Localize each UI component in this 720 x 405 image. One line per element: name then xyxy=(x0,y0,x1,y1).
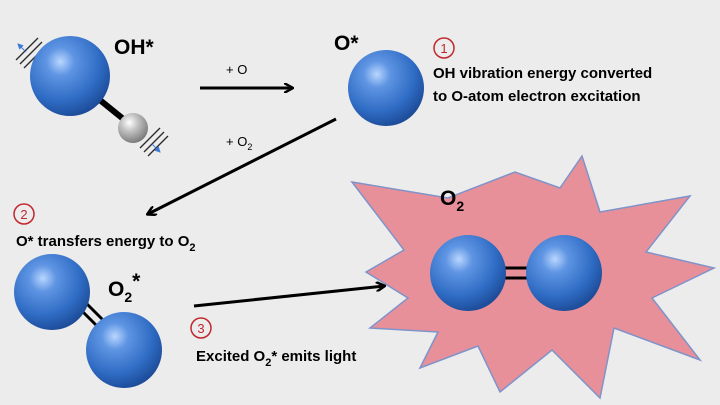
o2-excited-molecule: O2* xyxy=(14,254,162,388)
oxygen-atom-o2-excited-2 xyxy=(86,312,162,388)
step-3-text: Excited O2* emits light xyxy=(196,348,356,369)
step-1-badge xyxy=(433,37,455,59)
oh-label: OH* xyxy=(114,36,155,59)
step-2: 2 O* transfers energy to O2 xyxy=(13,203,196,254)
o-star-atom: O* xyxy=(334,32,424,126)
oxygen-atom-excited xyxy=(348,50,424,126)
o2-ground-molecule: O2 xyxy=(430,187,602,311)
oxygen-atom-o2-ground-1 xyxy=(430,235,506,311)
step-2-badge xyxy=(13,203,35,225)
o2-label: O2 xyxy=(440,187,464,214)
oh-molecule: OH* xyxy=(15,36,169,157)
step-1-line1: OH vibration energy converted xyxy=(433,65,652,82)
step-2-number: 2 xyxy=(20,207,27,222)
o2-star-label: O2* xyxy=(108,270,141,305)
plus-o2-label: + O2 xyxy=(226,134,252,152)
hydrogen-atom xyxy=(118,113,148,143)
step-3-number: 3 xyxy=(197,321,204,336)
step-1: 1 OH vibration energy converted to O-ato… xyxy=(433,37,652,105)
o-star-label: O* xyxy=(334,32,359,55)
step-2-text: O* transfers energy to O2 xyxy=(16,233,196,254)
oxygen-atom-oh xyxy=(30,36,110,116)
plus-o-label: + O xyxy=(226,62,247,77)
arrow-o-to-o2 xyxy=(148,117,337,214)
step-1-line2: to O-atom electron excitation xyxy=(433,88,641,105)
step-3: 3 Excited O2* emits light xyxy=(190,317,356,369)
step-3-badge xyxy=(190,317,212,339)
arrow-o2-emission xyxy=(193,286,384,308)
step-1-number: 1 xyxy=(440,41,447,56)
oxygen-atom-o2-excited-1 xyxy=(14,254,90,330)
oxygen-atom-o2-ground-2 xyxy=(526,235,602,311)
